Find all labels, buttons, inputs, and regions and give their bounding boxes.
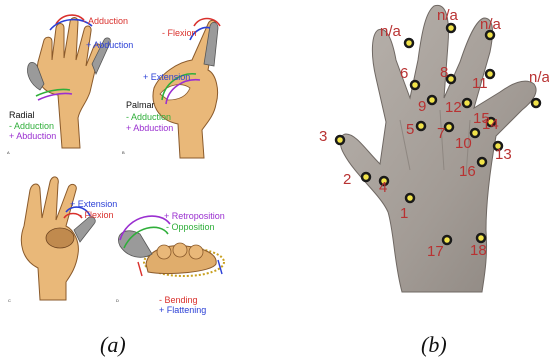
marker-label-14: 14	[482, 117, 499, 132]
marker-label-4: n/a	[529, 70, 549, 85]
label-flexion: - Flexion	[162, 28, 197, 38]
caption-a: (a)	[100, 332, 126, 358]
label-radial: Radial	[9, 110, 35, 120]
subfig-letter-a: A	[7, 150, 10, 155]
marker-label-16: 13	[495, 147, 512, 162]
label-retroposition: + Retroposition	[164, 211, 225, 221]
label-palmar-abduction: + Abduction	[126, 123, 173, 133]
marker-label-19: 4	[379, 180, 387, 195]
marker-label-21: 17	[427, 244, 444, 259]
marker-label-18: 2	[343, 172, 351, 187]
subfig-letter-c: C	[8, 298, 11, 303]
marker-label-6: 8	[440, 65, 448, 80]
caption-b: (b)	[421, 332, 447, 358]
marker-label-20: 1	[400, 206, 408, 221]
marker-label-8: 9	[418, 99, 426, 114]
marker-label-5: 6	[400, 66, 408, 81]
label-flattening: + Flattening	[159, 305, 206, 315]
panel-b: n/a n/a n/a n/a 6 8 11 9 12 15 5 7 10 14…	[300, 0, 549, 310]
label-palmar-adduction: - Adduction	[126, 112, 171, 122]
marker-label-1: n/a	[380, 24, 401, 39]
marker-label-9: 12	[445, 100, 462, 115]
marker-label-15: 3	[319, 129, 327, 144]
subfig-letter-d: D	[116, 298, 119, 303]
marker-label-3: n/a	[480, 17, 501, 32]
hand-illustration-b	[120, 0, 230, 165]
label-radial-abduction: + Abduction	[9, 131, 56, 141]
label-palmar: Palmar	[126, 100, 155, 110]
label-opposition: - Opposition	[166, 222, 215, 232]
label-extension: + Extension	[143, 72, 190, 82]
marker-label-7: 11	[472, 76, 488, 91]
subfig-letter-b: B	[122, 150, 125, 155]
marker-label-2: n/a	[437, 8, 458, 23]
marker-label-12: 7	[437, 126, 445, 141]
marker-label-11: 5	[406, 122, 414, 137]
marker-label-17: 16	[459, 164, 476, 179]
marker-label-22: 18	[470, 243, 487, 258]
marker-label-13: 10	[455, 136, 472, 151]
label-radial-adduction: - Adduction	[9, 121, 54, 131]
panel-a: - Adduction + Abduction Radial - Adducti…	[0, 0, 230, 310]
hand-illustration-c	[0, 168, 110, 308]
label-bending: - Bending	[159, 295, 198, 305]
